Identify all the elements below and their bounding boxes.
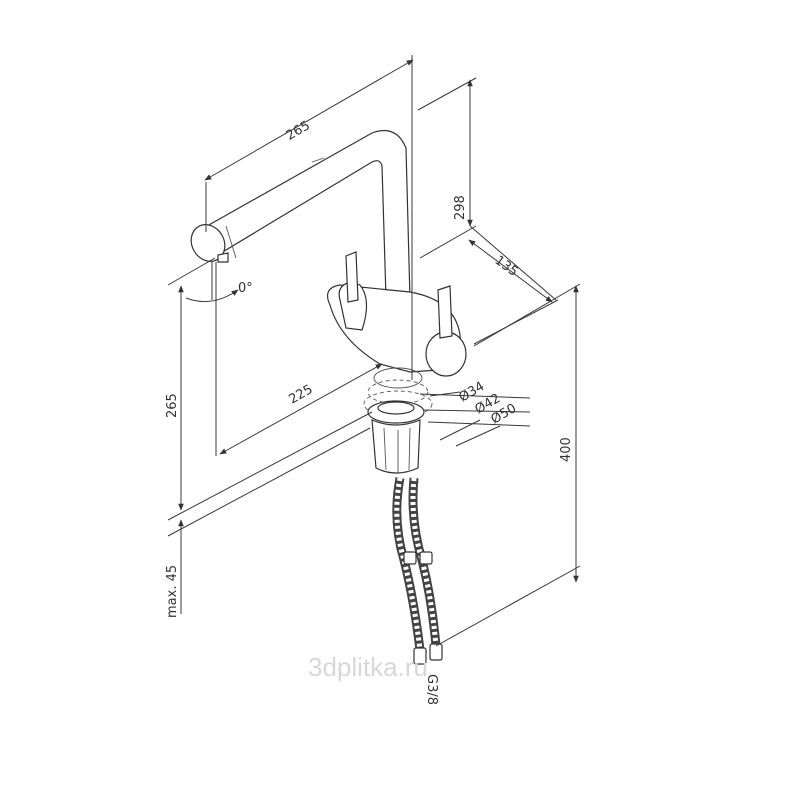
label-400: 400 xyxy=(559,437,574,462)
supply-hoses xyxy=(392,477,443,665)
faucet-body xyxy=(190,129,467,418)
label-max45: max. 45 xyxy=(165,565,180,618)
label-angle: 0° xyxy=(238,281,253,296)
label-265-top: 265 xyxy=(284,118,313,143)
watermark: 3dplitka.ru xyxy=(308,652,428,682)
label-thread: G3/8 xyxy=(424,674,439,705)
dimension-lines xyxy=(167,55,581,647)
label-298: 298 xyxy=(453,195,468,220)
label-265-left: 265 xyxy=(165,393,180,418)
mounting-nut xyxy=(367,400,425,474)
